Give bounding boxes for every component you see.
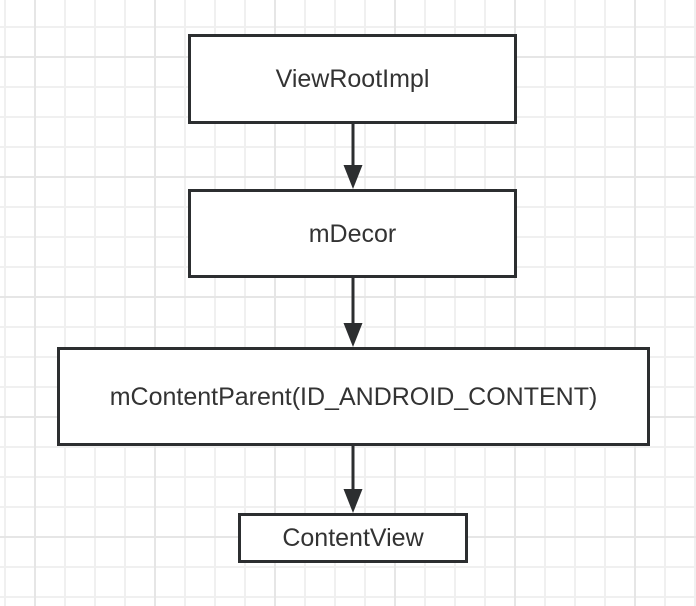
arrow-viewrootimpl-to-mdecor bbox=[343, 124, 363, 189]
node-mdecor-label: mDecor bbox=[308, 219, 397, 248]
node-viewrootimpl: ViewRootImpl bbox=[188, 34, 517, 124]
node-contentview-label: ContentView bbox=[282, 524, 424, 552]
arrowhead-icon bbox=[343, 323, 363, 347]
node-viewrootimpl-label: ViewRootImpl bbox=[275, 65, 430, 93]
arrowhead-icon bbox=[343, 489, 363, 513]
node-mcontentparent: mContentParent(ID_ANDROID_CONTENT) bbox=[57, 347, 650, 446]
arrow-mdecor-to-mcontentparent bbox=[343, 278, 363, 347]
arrowhead-icon bbox=[343, 165, 363, 189]
node-mdecor: mDecor bbox=[188, 189, 517, 278]
node-contentview: ContentView bbox=[238, 513, 468, 563]
arrow-mcontentparent-to-contentview bbox=[343, 446, 363, 513]
node-mcontentparent-label: mContentParent(ID_ANDROID_CONTENT) bbox=[109, 382, 598, 411]
